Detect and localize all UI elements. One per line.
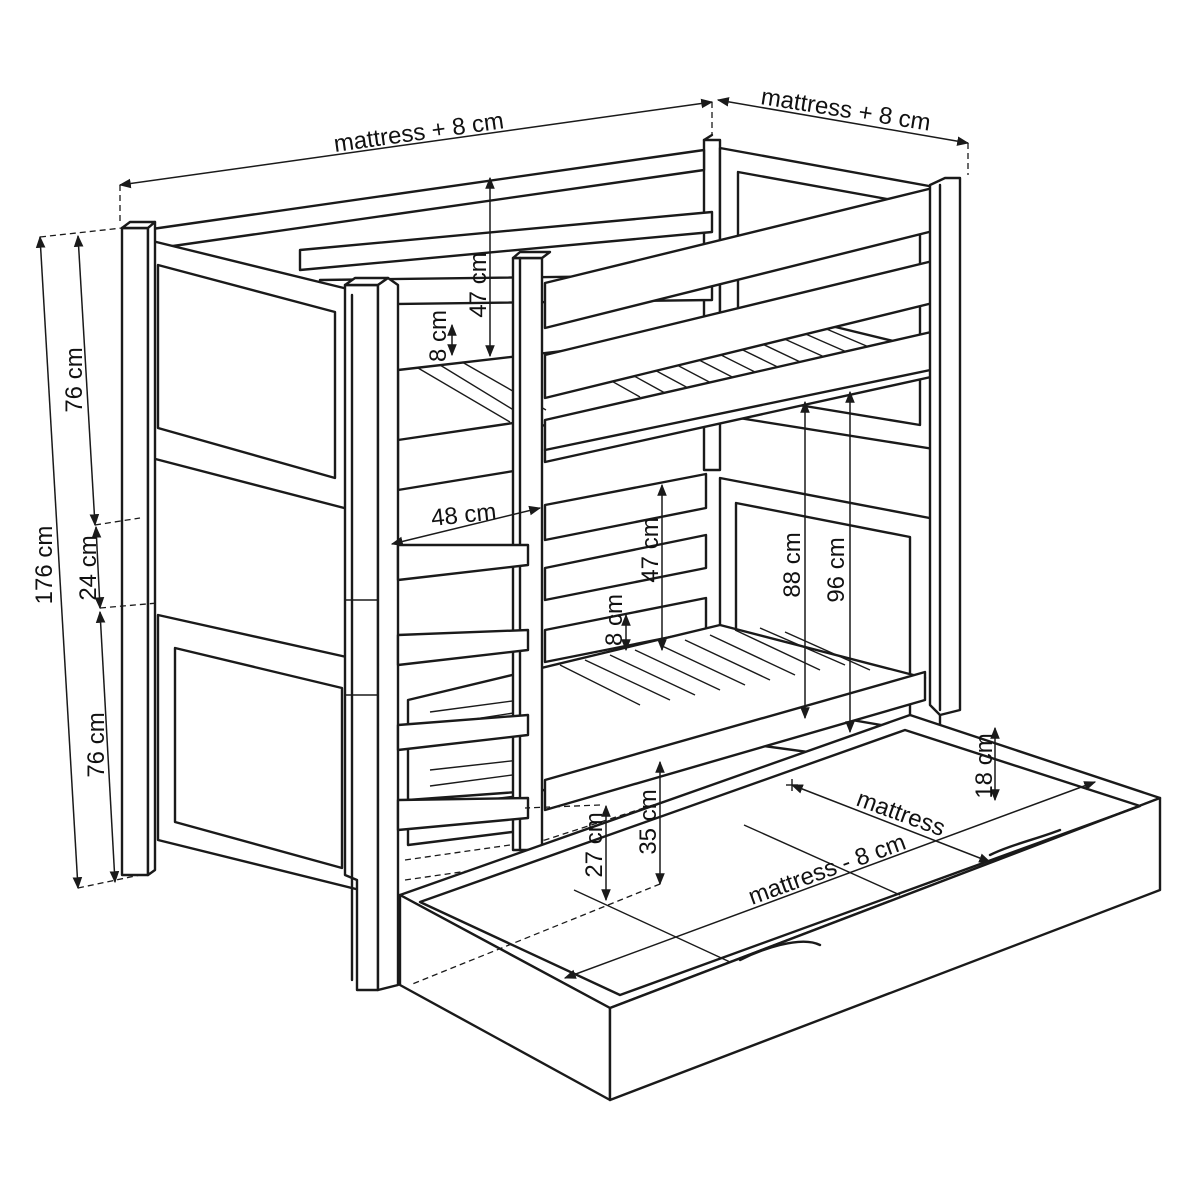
label-upper-rail: 47 cm: [465, 252, 492, 317]
dim-total-width: [716, 97, 970, 146]
label-lower-gap: 8 cm: [601, 594, 628, 646]
label-upper-gap: 8 cm: [425, 310, 452, 362]
dim-ladder-width: [390, 505, 542, 547]
label-lower-rail: 47 cm: [637, 517, 664, 582]
dim-drawer-length: [563, 781, 1097, 979]
label-total-width: mattress + 8 cm: [759, 83, 932, 136]
near-headboard: [138, 236, 362, 892]
dim-upper-section: [73, 234, 100, 527]
upper-front-rails: [543, 183, 947, 464]
label-total-height: 176 cm: [31, 526, 58, 605]
label-ladder-width: 48 cm: [430, 498, 498, 532]
label-floor-clearance: 35 cm: [635, 789, 662, 854]
dim-total-length: [118, 98, 714, 189]
dim-middle-gap: [91, 525, 105, 610]
label-lower-section: 76 cm: [83, 712, 110, 777]
front-left-post: [120, 220, 157, 877]
label-middle-gap: 24 cm: [75, 535, 102, 600]
label-drawer-height: 27 cm: [581, 812, 608, 877]
label-clearance-96: 96 cm: [823, 537, 850, 602]
back-right-post: [928, 176, 962, 717]
label-upper-section: 76 cm: [61, 347, 88, 412]
dim-lower-section: [95, 610, 120, 884]
label-drawer-depth: 18 cm: [971, 733, 998, 798]
front-corner-post: [343, 276, 400, 992]
label-total-length: mattress + 8 cm: [332, 107, 505, 158]
dimension-lines: [35, 97, 1097, 986]
label-clearance-88: 88 cm: [779, 532, 806, 597]
dim-total-height: [35, 235, 83, 890]
